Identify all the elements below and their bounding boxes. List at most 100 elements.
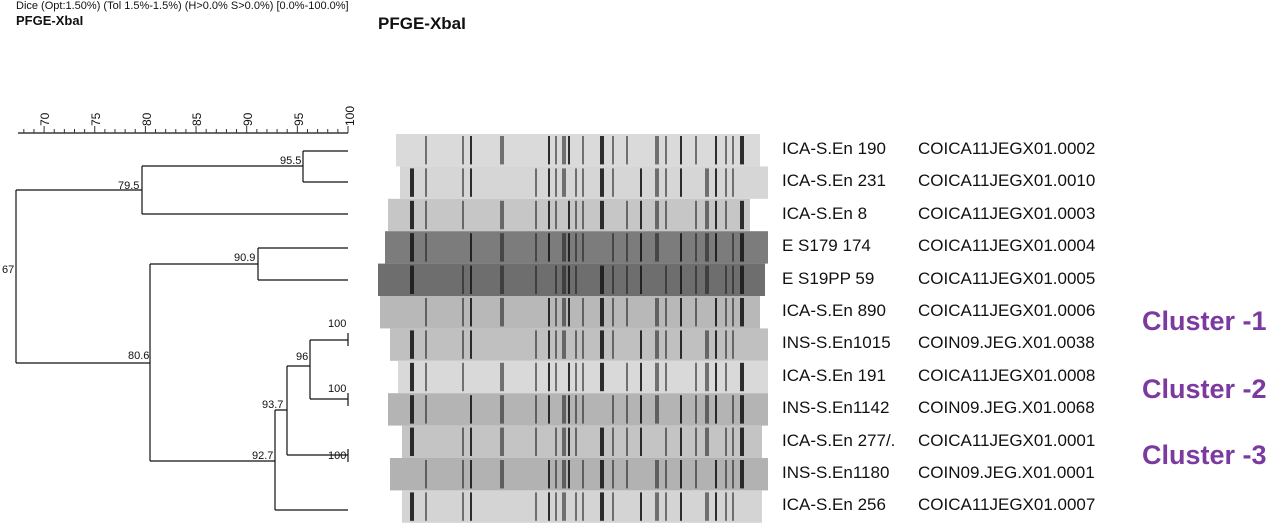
gel-band (575, 330, 577, 359)
gel-band (535, 362, 537, 392)
gel-lane (390, 328, 768, 361)
isolate-name: ICA-S.En 277/. (782, 430, 896, 450)
gel-band (715, 395, 717, 424)
isolate-code: COICA11JEGX01.0002 (918, 139, 1096, 158)
gel-band (575, 168, 577, 197)
gel-band (425, 168, 427, 197)
gel-band (665, 330, 667, 359)
gel-band (612, 492, 614, 521)
gel-lane (378, 263, 765, 296)
gel-band (705, 233, 709, 262)
gel-band (612, 395, 614, 424)
gel-lane (402, 490, 762, 523)
gel-band (640, 395, 642, 424)
gel-band (425, 200, 427, 230)
gel-band (568, 136, 570, 165)
scale-tick-75: 75 (89, 112, 103, 126)
gel-band (655, 492, 659, 521)
gel-band (582, 168, 584, 197)
isolate-name: INS-S.En1142 (782, 398, 890, 418)
gel-band (665, 200, 667, 230)
gel-band (575, 395, 577, 424)
gel-band (655, 460, 659, 489)
gel-band (555, 362, 557, 392)
gel-band (548, 200, 550, 230)
gel-band (695, 265, 697, 294)
gel-band (582, 200, 584, 230)
gel-band (535, 233, 537, 262)
gel-band (680, 265, 682, 294)
gel-band (626, 395, 628, 424)
dendrogram: 70 75 80 85 90 95 100 95.5 79.5 90.9 (2, 106, 357, 511)
gel-band (555, 427, 557, 456)
gel-band (740, 362, 744, 392)
gel-band (715, 298, 717, 327)
gel-lane (390, 458, 768, 491)
gel-band (665, 265, 667, 294)
gel-band (462, 136, 464, 165)
gel-band (725, 136, 727, 165)
gel-band (600, 200, 604, 230)
gel-band (740, 395, 744, 424)
gel-band (425, 136, 427, 165)
gel-band (705, 427, 709, 456)
gel-band (568, 395, 570, 424)
gel-band (680, 427, 682, 456)
scale-tick-100: 100 (343, 106, 357, 126)
gel-band (462, 362, 464, 392)
gel-lane (396, 134, 760, 167)
scale-tick-90: 90 (241, 112, 255, 126)
gel-band (535, 395, 537, 424)
isolate-code: COICA11JEGX01.0003 (918, 203, 1096, 223)
gel-band (575, 200, 577, 230)
gel-band (732, 427, 734, 456)
isolate-name: ICA-S.En 231 (782, 171, 886, 191)
gel-band (705, 330, 709, 359)
gel-band (600, 492, 604, 521)
gel-band (470, 492, 472, 521)
gel-band (626, 362, 628, 392)
gel-band (582, 492, 584, 521)
gel-band (470, 395, 472, 424)
gel-band (665, 492, 667, 521)
gel-band (555, 460, 557, 489)
gel-band (715, 200, 717, 230)
gel-band (612, 298, 614, 327)
gel-band (655, 330, 659, 359)
gel-band (680, 168, 682, 197)
isolate-name: ICA-S.En 8 (782, 203, 868, 223)
dendrogram-title: PFGE-XbaI (16, 13, 84, 28)
gel-band (562, 395, 566, 424)
gel-band (535, 168, 537, 197)
gel-band (568, 200, 570, 230)
gel-band (612, 460, 614, 489)
gel-band (612, 168, 614, 197)
gel-band (600, 298, 604, 327)
isolate-code: COICA11JEGX01.0006 (918, 301, 1096, 320)
gel-band (626, 298, 628, 327)
gel-band (695, 233, 697, 262)
node-label-95-5: 95.5 (280, 155, 301, 167)
gel-band (725, 427, 727, 456)
isolate-name: ICA-S.En 256 (782, 495, 886, 515)
isolate-code: COIN09.JEG.X01.0001 (918, 463, 1095, 482)
gel-band (725, 460, 727, 489)
gel-band (500, 265, 504, 294)
gel-band (725, 168, 727, 197)
gel-band (740, 460, 744, 489)
gel-band (705, 200, 709, 230)
gel-band (680, 136, 682, 165)
gel-band (640, 362, 642, 392)
node-label-100-c: 100 (328, 450, 346, 462)
gel-band (715, 330, 717, 359)
gel-band (626, 233, 628, 262)
gel-band (705, 395, 709, 424)
gel-band (715, 460, 717, 489)
node-label-90-9: 90.9 (234, 252, 255, 264)
isolate-code: COICA11JEGX01.0004 (918, 236, 1096, 256)
gel-band (548, 330, 550, 359)
gel-band (568, 427, 570, 456)
gel-band (500, 460, 504, 489)
gel-band (640, 330, 642, 359)
gel-band (462, 330, 464, 359)
